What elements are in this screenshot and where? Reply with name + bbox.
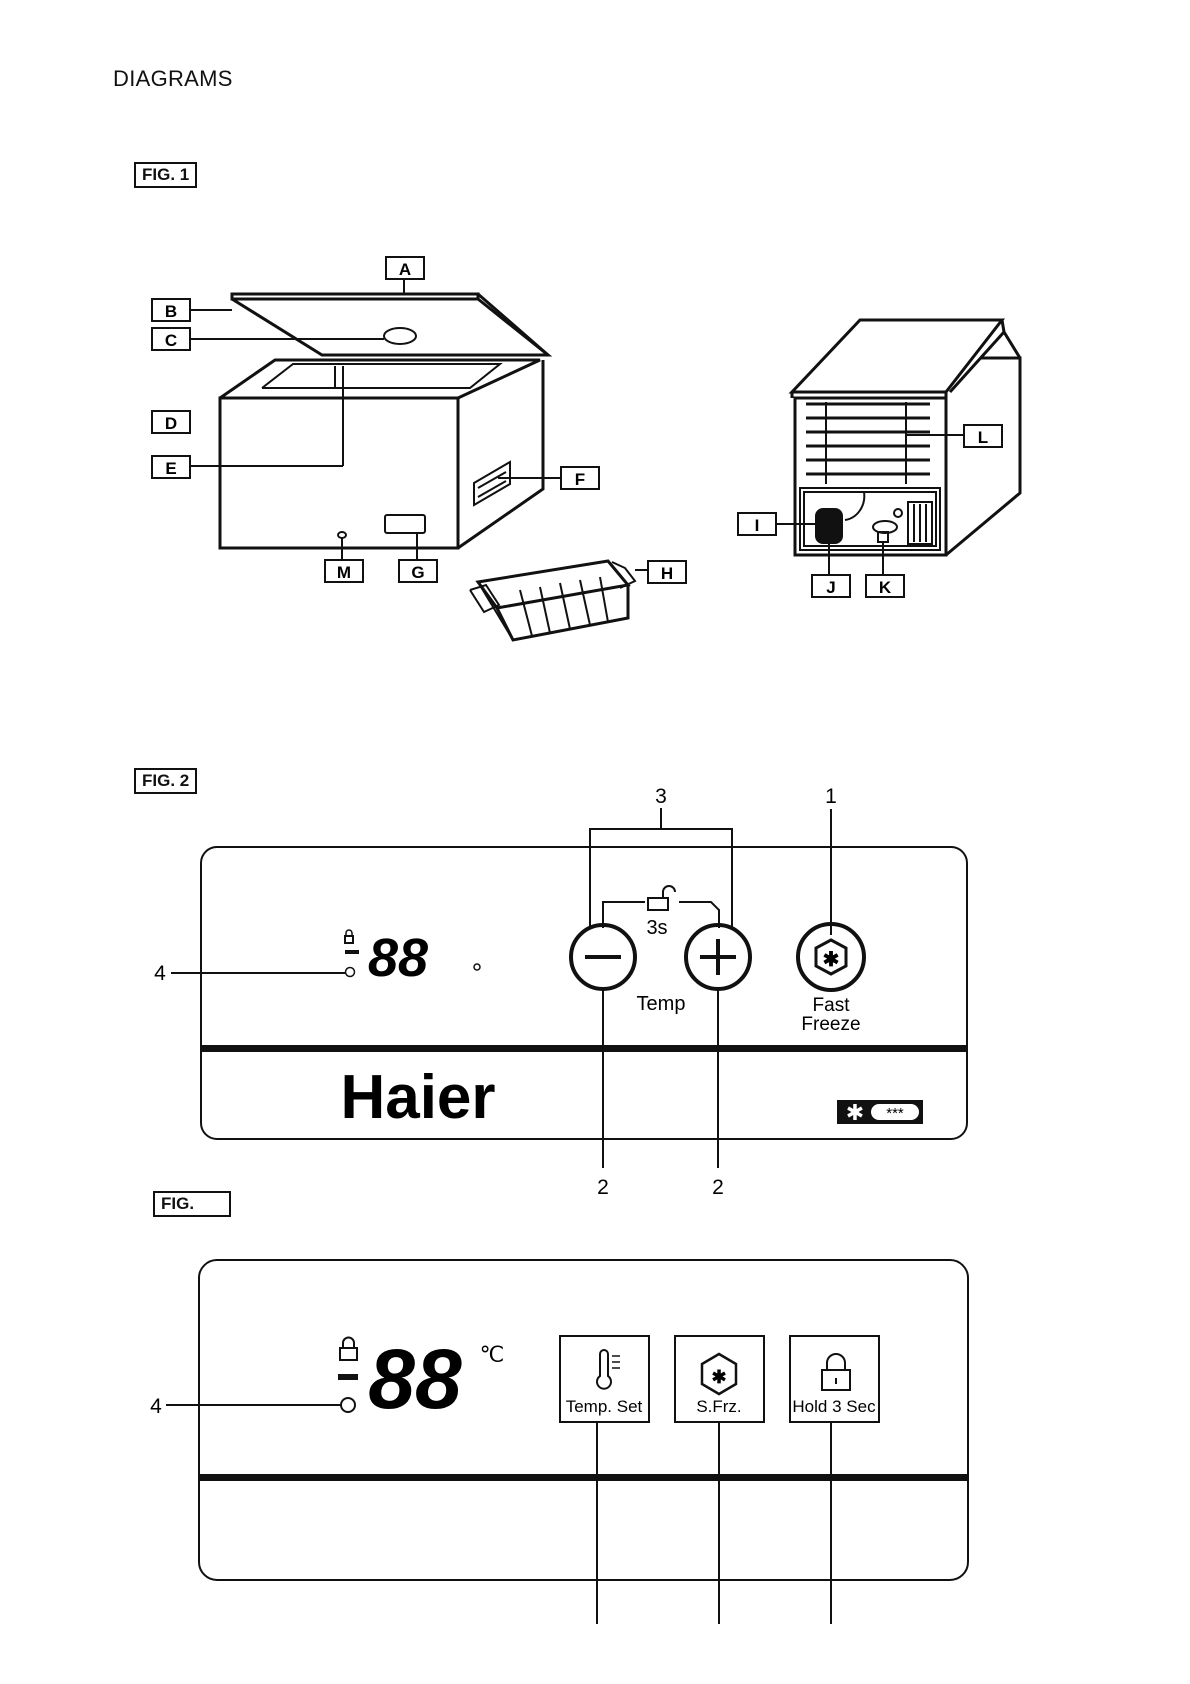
fig2-display-digits: 88 <box>368 928 428 988</box>
label-c: C <box>165 331 177 350</box>
label-l: L <box>978 428 988 447</box>
temp-plus-button[interactable] <box>686 925 750 989</box>
fig3-display-digits: 88 <box>368 1332 462 1426</box>
compressor <box>815 508 843 544</box>
fig2-control-panel: 3 1 3s Temp <box>154 785 967 1199</box>
fig3-control-panel: 88 ℃ 4 Temp. Set ✱ S.Frz. <box>150 1260 968 1624</box>
label-f: F <box>575 470 585 489</box>
label-j: J <box>826 578 835 597</box>
snowflake-icon: ✱ <box>823 949 840 971</box>
snowflake-indicator-icon <box>341 1398 355 1412</box>
label-i: I <box>755 516 760 535</box>
snowflake-icon: ✱ <box>846 1100 864 1125</box>
brand-logo: Haier <box>340 1063 495 1132</box>
snowflake-icon: ✱ <box>711 1367 726 1387</box>
lock-hold-label: 3s <box>646 917 667 939</box>
label-d: D <box>165 414 177 433</box>
temp-label: Temp <box>637 993 686 1015</box>
snowflake-indicator-icon <box>346 968 355 977</box>
lock-icon <box>340 1338 357 1361</box>
label-g: G <box>411 563 424 582</box>
minus-segment <box>338 1374 358 1380</box>
condenser-coil <box>806 402 930 484</box>
label-a: A <box>399 260 411 279</box>
label-b: B <box>165 302 177 321</box>
super-freeze-button[interactable]: ✱ S.Frz. <box>675 1336 764 1422</box>
storage-basket <box>470 561 648 640</box>
callout-3: 3 <box>655 785 667 808</box>
minus-segment <box>345 950 359 954</box>
lock-icon <box>345 930 353 943</box>
celsius-unit: ℃ <box>480 1342 505 1367</box>
hold-label: Hold 3 Sec <box>792 1397 876 1416</box>
label-m: M <box>337 563 351 582</box>
hold-lock-button[interactable]: Hold 3 Sec <box>790 1336 879 1422</box>
fast-freeze-label-2: Freeze <box>801 1014 860 1035</box>
super-freeze-label: S.Frz. <box>696 1397 741 1416</box>
temperature-display: 88 <box>345 928 480 988</box>
temp-set-label: Temp. Set <box>566 1397 643 1416</box>
temperature-display-large: 88 ℃ <box>338 1332 504 1426</box>
temp-minus-button[interactable] <box>571 925 635 989</box>
lock-icon <box>648 886 675 910</box>
callout-2-left: 2 <box>597 1176 609 1199</box>
degree-dot <box>474 964 480 970</box>
chest-freezer-front <box>190 277 560 560</box>
temp-set-button[interactable]: Temp. Set <box>560 1336 649 1422</box>
callout-1: 1 <box>825 785 837 808</box>
fast-freeze-label-1: Fast <box>813 995 851 1016</box>
plus-icon <box>700 939 736 975</box>
star-rating-badge: ✱ *** <box>837 1100 923 1125</box>
star-rating: *** <box>886 1105 904 1122</box>
label-k: K <box>879 578 892 597</box>
label-h: H <box>661 564 673 583</box>
label-e: E <box>165 459 176 478</box>
callout-2-right: 2 <box>712 1176 724 1199</box>
callout-4: 4 <box>154 962 166 985</box>
callout-4-fig3: 4 <box>150 1395 162 1418</box>
